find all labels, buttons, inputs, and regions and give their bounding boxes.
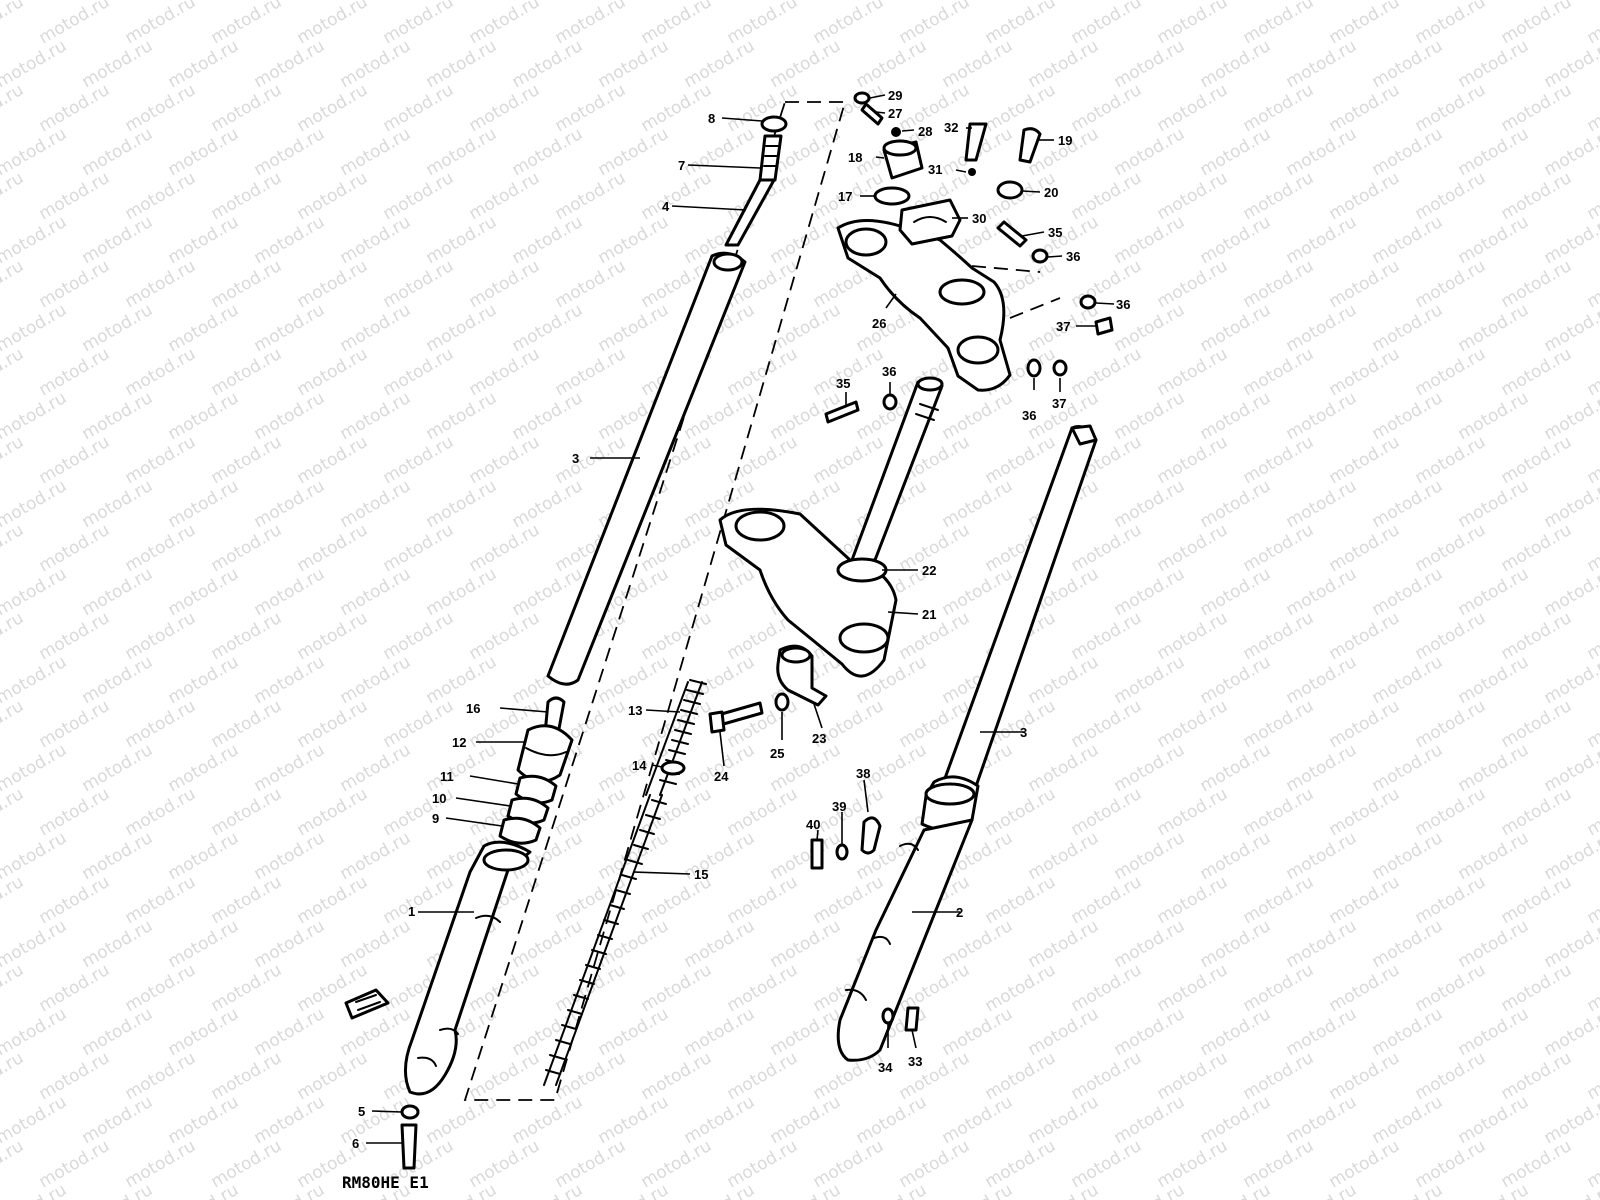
callout-label: 10 xyxy=(432,791,446,806)
callout-label: 26 xyxy=(872,316,886,331)
callout-label: 37 xyxy=(1052,396,1066,411)
callout-label: 3 xyxy=(1020,725,1027,740)
washer-36-d xyxy=(1026,358,1042,378)
callout-label: 8 xyxy=(708,111,715,126)
nut-36-a xyxy=(1031,248,1049,264)
right-fork-assembly xyxy=(810,424,1098,1062)
handlebar-clamp-30 xyxy=(898,198,962,246)
nut-37-a xyxy=(1094,316,1114,336)
callout-label: 21 xyxy=(922,607,936,622)
clip-38 xyxy=(860,816,882,855)
callout-label: 1 xyxy=(408,904,415,919)
diagram-code: RM80HE E1 xyxy=(342,1173,429,1192)
upper-bracket-assembly xyxy=(836,91,1114,392)
callout-label: 24 xyxy=(714,769,729,784)
bolt-35-upper xyxy=(996,220,1028,248)
bolt-29 xyxy=(853,91,871,105)
callout-label: 19 xyxy=(1058,133,1072,148)
spring-assembly xyxy=(543,679,707,1086)
callout-label: 6 xyxy=(352,1136,359,1151)
inner-tube-left-3 xyxy=(546,251,747,686)
inner-tube-right-3 xyxy=(938,425,1098,798)
callout-label: 36 xyxy=(882,364,896,379)
rod-top-7 xyxy=(758,134,783,182)
callout-label: 5 xyxy=(358,1104,365,1119)
bolt-19 xyxy=(1018,127,1042,164)
washer-36-c xyxy=(882,393,898,411)
washer-39 xyxy=(835,843,849,861)
callout-label: 7 xyxy=(678,158,685,173)
callout-label: 28 xyxy=(918,124,932,139)
nut-37-b xyxy=(1052,359,1068,377)
callout-label: 39 xyxy=(832,799,846,814)
damper-rod-4 xyxy=(724,178,776,247)
callout-label: 4 xyxy=(662,199,670,214)
bolt-40 xyxy=(810,838,824,870)
washer-28 xyxy=(891,127,901,137)
callout-label: 31 xyxy=(928,162,942,177)
callout-label: 15 xyxy=(694,867,708,882)
steering-stem-assembly xyxy=(708,376,944,734)
callout-label: 36 xyxy=(1066,249,1080,264)
spring-seat-14 xyxy=(660,760,686,776)
callout-label: 25 xyxy=(770,746,784,761)
callout-label: 27 xyxy=(888,106,902,121)
callout-label: 22 xyxy=(922,563,936,578)
callout-label: 20 xyxy=(1044,185,1058,200)
callout-label: 23 xyxy=(812,731,826,746)
bearing-22 xyxy=(836,557,888,583)
callout-label: 9 xyxy=(432,811,439,826)
washer-17 xyxy=(873,186,911,206)
callout-label: 14 xyxy=(632,758,647,773)
callout-label: 3 xyxy=(572,451,579,466)
callout-label: 34 xyxy=(878,1060,893,1075)
callout-label: 38 xyxy=(856,766,870,781)
nut-36-b xyxy=(1079,294,1097,310)
ring-9 xyxy=(498,816,542,845)
callout-label: 32 xyxy=(944,120,958,135)
callout-labels: 1 2 3 3 4 5 6 7 8 9 10 11 12 13 14 15 16… xyxy=(352,88,1130,1151)
washer-34 xyxy=(881,1007,895,1025)
bolt-35-lower xyxy=(824,400,860,424)
washer-31 xyxy=(968,168,976,176)
washer-5 xyxy=(400,1104,420,1120)
callout-label: 11 xyxy=(440,769,454,784)
forward-arrow-icon xyxy=(344,988,390,1020)
screw-27 xyxy=(860,102,884,126)
callout-label: 36 xyxy=(1116,297,1130,312)
fork-spring-15 xyxy=(545,799,667,1075)
outer-tube-right-2 xyxy=(836,818,974,1062)
fork-cap-8 xyxy=(760,115,788,133)
callout-label: 13 xyxy=(628,703,642,718)
callout-label: 29 xyxy=(888,88,902,103)
callout-label: 30 xyxy=(972,211,986,226)
callout-label: 12 xyxy=(452,735,466,750)
callout-label: 37 xyxy=(1056,319,1070,334)
bolt-32 xyxy=(964,122,988,162)
callout-label: 16 xyxy=(466,701,480,716)
callout-label: 18 xyxy=(848,150,862,165)
callout-label: 2 xyxy=(956,905,963,920)
left-fork-assembly xyxy=(344,115,788,1170)
washer-25 xyxy=(774,692,790,712)
bolt-24 xyxy=(716,701,764,727)
callout-label: 40 xyxy=(806,817,820,832)
callout-label: 33 xyxy=(908,1054,922,1069)
leader-lines xyxy=(366,94,1115,1144)
drain-bolt-6 xyxy=(400,1123,418,1170)
callout-label: 35 xyxy=(1048,225,1062,240)
callout-label: 36 xyxy=(1022,408,1036,423)
callout-label: 17 xyxy=(838,189,852,204)
bolt-33 xyxy=(904,1006,920,1032)
washer-20 xyxy=(996,180,1024,200)
callout-label: 35 xyxy=(836,376,850,391)
outer-tube-left-1 xyxy=(404,840,532,1096)
